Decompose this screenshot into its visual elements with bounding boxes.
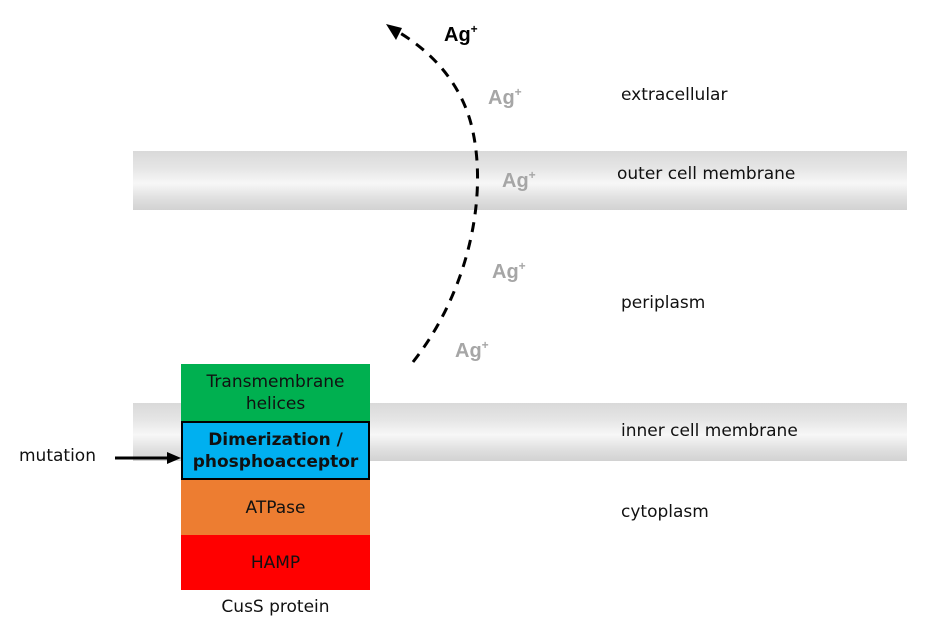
label-extracellular: extracellular: [621, 85, 728, 105]
label-periplasm: periplasm: [621, 293, 706, 313]
ion-periplasm: Ag+: [492, 259, 526, 283]
domain-hamp: HAMP: [181, 535, 370, 590]
label-outer-membrane: outer cell membrane: [617, 164, 796, 184]
label-inner-membrane: inner cell membrane: [621, 421, 798, 441]
protein-name-label: CusS protein: [221, 597, 330, 617]
outer-membrane: [133, 151, 907, 210]
domain-transmembrane-helices: Transmembrane helices: [181, 364, 370, 421]
ion-outer-membrane: Ag+: [502, 168, 536, 192]
exported-ion: Ag+: [444, 22, 478, 46]
ion-near-inner-membrane: Ag+: [455, 338, 489, 362]
arrowhead-icon: [386, 24, 402, 40]
label-cytoplasm: cytoplasm: [621, 502, 709, 522]
mutation-label: mutation: [19, 446, 96, 466]
domain-atpase: ATPase: [181, 480, 370, 535]
ion-path-dashed: [394, 28, 480, 363]
ion-extracellular: Ag+: [488, 85, 522, 109]
domain-dimerization-phosphoacceptor: Dimerization / phosphoacceptor: [181, 421, 370, 480]
